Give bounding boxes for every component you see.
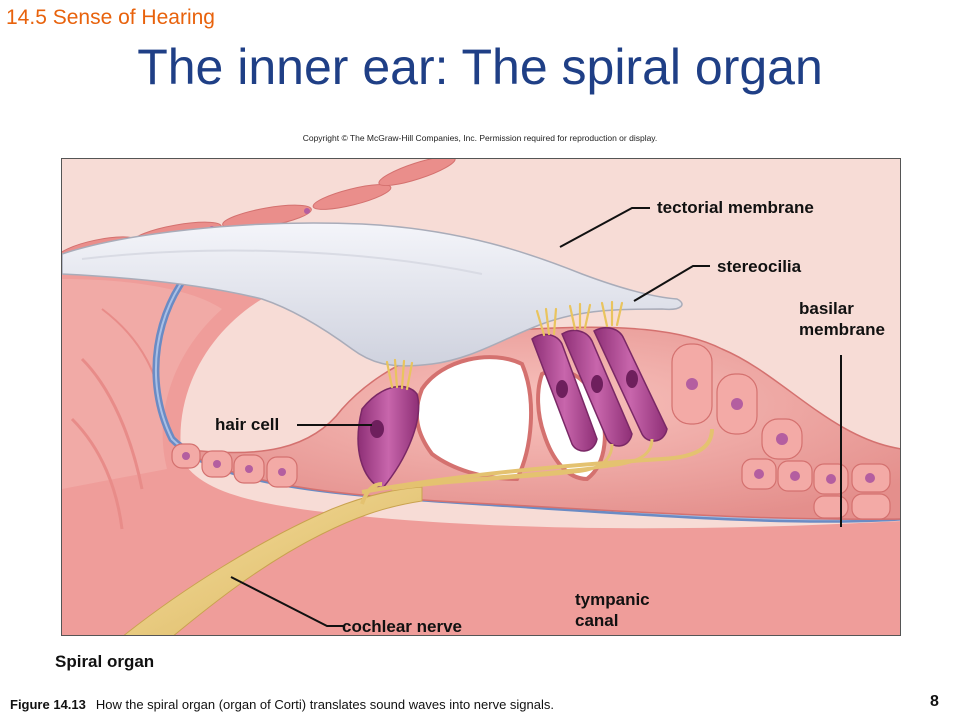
figure-caption-text: How the spiral organ (organ of Corti) tr… [95, 697, 554, 712]
figure-caption: Figure 14.13 How the spiral organ (organ … [10, 697, 554, 712]
label-tympanic-canal: tympanic canal [575, 589, 650, 631]
stereocilia-tufts [385, 300, 624, 391]
label-basilar-line1: basilar [799, 299, 854, 318]
tectorial-membrane-shape [62, 222, 683, 367]
label-stereocilia: stereocilia [717, 257, 802, 276]
label-tectorial-membrane: tectorial membrane [657, 198, 814, 217]
section-label: 14.5 Sense of Hearing [6, 6, 215, 29]
copyright-notice: Copyright © The McGraw-Hill Companies, I… [302, 133, 658, 143]
outer-hair-cells [531, 327, 668, 452]
figure-number: Figure 14.13 [10, 697, 86, 712]
cell-nuclei [182, 378, 875, 484]
panel-label: Spiral organ [55, 652, 155, 671]
label-basilar-line2: membrane [799, 320, 885, 339]
label-hair-cell: hair cell [215, 415, 280, 434]
cochlear-nerve-bundle [123, 486, 423, 635]
label-basilar-membrane: basilar membrane [799, 298, 885, 340]
label-tympanic-line2: canal [575, 611, 619, 630]
label-cochlear-nerve: cochlear nerve [342, 617, 463, 636]
label-tympanic-line1: tympanic [575, 590, 650, 609]
leader-lines [230, 207, 842, 627]
spiral-organ-illustration [61, 158, 901, 636]
page-number: 8 [930, 693, 939, 710]
slide-title: The inner ear: The spiral organ [137, 39, 823, 95]
